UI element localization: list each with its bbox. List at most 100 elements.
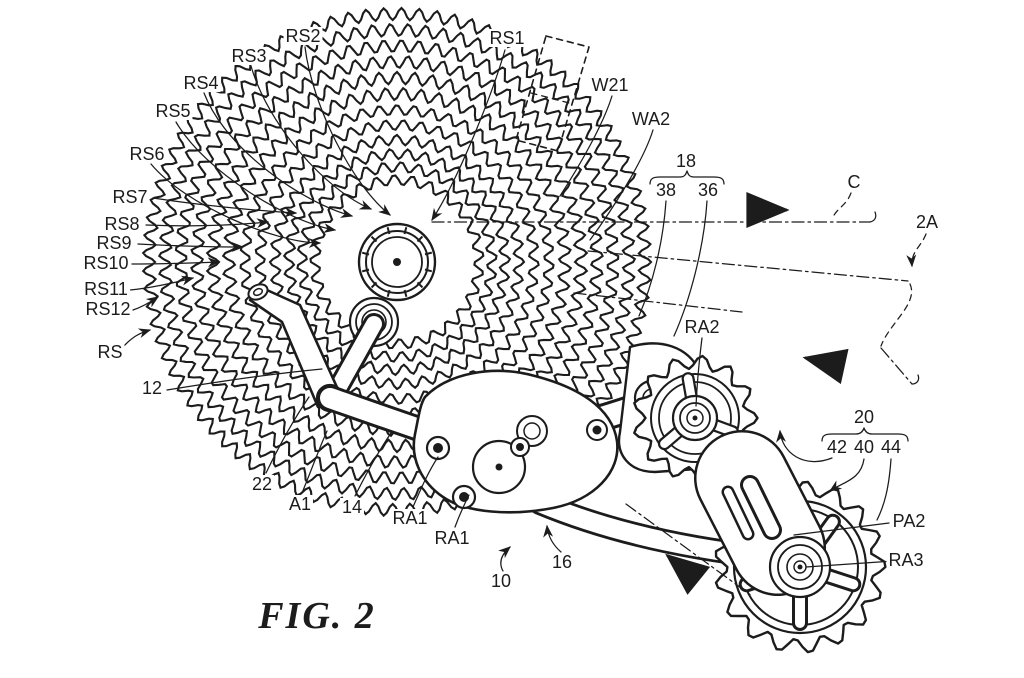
cage-plate-slot-1-face [743, 478, 779, 537]
brace-18 [649, 170, 725, 185]
leader-ra1-lower [454, 494, 470, 528]
label-rs10: RS10 [81, 253, 131, 273]
lockring-spline-tick [361, 268, 370, 273]
leader-2a [906, 233, 927, 268]
label-rs6: RS6 [127, 144, 167, 164]
label-w21: W21 [589, 75, 631, 95]
label-38: 38 [653, 180, 679, 200]
lockring-spline-tick [386, 289, 391, 298]
section-line-through-cage [625, 503, 753, 597]
leader-c [832, 192, 852, 218]
lockring-spline-tick [361, 251, 370, 256]
label-16: 16 [549, 552, 575, 572]
leader-a1 [301, 430, 328, 494]
sprocket-ring-rs1 [309, 174, 485, 350]
body-bolt-mid-head [516, 443, 524, 451]
leader-rs [121, 328, 152, 349]
sprocket-ring-rs3 [282, 147, 512, 377]
section-line-2A-lower [880, 347, 913, 385]
spoke-window-face [660, 427, 683, 448]
leader-pa2 [793, 522, 890, 536]
hub-center-dot [692, 415, 698, 421]
guide-pulley-rim-outer [650, 373, 740, 463]
housing-port-inner [523, 422, 541, 440]
guide-pulley-hub [671, 394, 719, 442]
leader-36 [673, 200, 708, 337]
label-10: 10 [488, 571, 514, 591]
lockring-spline-tick [424, 251, 433, 256]
pivot-bolt-ra1-upper-head [433, 443, 443, 453]
lockring-spline-tick [416, 235, 424, 243]
label-rs4: RS4 [181, 73, 221, 93]
hub-center-dot [797, 564, 803, 570]
leader-rs3 [250, 65, 373, 210]
leader-wa2 [589, 129, 654, 241]
label-ra3: RA3 [886, 550, 926, 570]
label-pa2: PA2 [890, 511, 928, 531]
label-rs2: RS2 [283, 26, 323, 46]
label-42: 42 [824, 437, 850, 457]
housing-port [516, 415, 548, 447]
leader-rs2 [304, 46, 391, 216]
figure-caption: FIG. 2 [258, 595, 376, 637]
cassette-hub-lockring [357, 222, 437, 302]
label-rs3: RS3 [229, 46, 269, 66]
label-rs5: RS5 [153, 101, 193, 121]
leader-lines [121, 46, 927, 572]
leader-44 [876, 458, 892, 521]
leader-42 [776, 429, 833, 463]
section-line-2A-upper [587, 250, 909, 282]
cage-plate-slot-2-face [724, 488, 752, 538]
section-and-axis-lines [431, 211, 920, 597]
leader-rs12 [132, 296, 160, 311]
leader-ra2 [695, 337, 703, 407]
label-ra1-lower: RA1 [432, 528, 472, 548]
lockring-spline-tick [416, 281, 424, 289]
chain-phantom-outline [515, 35, 590, 152]
label-14: 14 [339, 497, 365, 517]
lockring-spline-tick [370, 235, 378, 243]
hanger-bolt [247, 283, 269, 301]
boss-link-face [328, 316, 382, 400]
body-bolt-right-head [592, 425, 602, 435]
lockring-spline-tick [403, 226, 408, 235]
hub-ring-inner [686, 409, 704, 427]
leader-rs8 [145, 218, 270, 229]
hanger-bolt-inner [252, 287, 264, 297]
leader-rs7 [152, 197, 298, 218]
arrow-up-left-icon [665, 553, 711, 595]
lockring-spline-tick [424, 268, 433, 273]
leader-14 [354, 432, 392, 497]
leader-rs11 [129, 275, 195, 291]
hub-ring [777, 544, 823, 590]
direction-arrows [665, 192, 849, 595]
chain-phantom-midline [530, 92, 574, 105]
leader-rs4 [203, 92, 354, 218]
spoke-window-face [711, 421, 737, 436]
hub-ring [679, 402, 711, 434]
label-rs12: RS12 [83, 299, 133, 319]
label-22: 22 [249, 474, 275, 494]
leader-ra1-upper [412, 456, 439, 508]
label-rs8: RS8 [102, 214, 142, 234]
label-2a: 2A [913, 212, 941, 232]
leader-w21 [559, 95, 613, 197]
leader-16 [543, 524, 562, 553]
label-a1: A1 [286, 494, 314, 514]
brace-20 [821, 427, 909, 442]
label-rs: RS [95, 342, 125, 362]
label-18: 18 [673, 151, 699, 171]
sprocket-ring-rs2 [296, 161, 498, 363]
section-line-aux [573, 292, 743, 313]
centerline-end-curl [869, 211, 877, 223]
label-rs1: RS1 [487, 28, 527, 48]
label-12: 12 [139, 378, 165, 398]
motor-center-dot [495, 463, 503, 471]
arrow-left-icon [802, 348, 849, 385]
label-wa2: WA2 [629, 109, 673, 129]
chain-phantom [515, 35, 590, 152]
label-36: 36 [695, 180, 721, 200]
section-line-2A-elbow [880, 283, 913, 347]
sprocket-ring-rs4 [268, 133, 526, 391]
